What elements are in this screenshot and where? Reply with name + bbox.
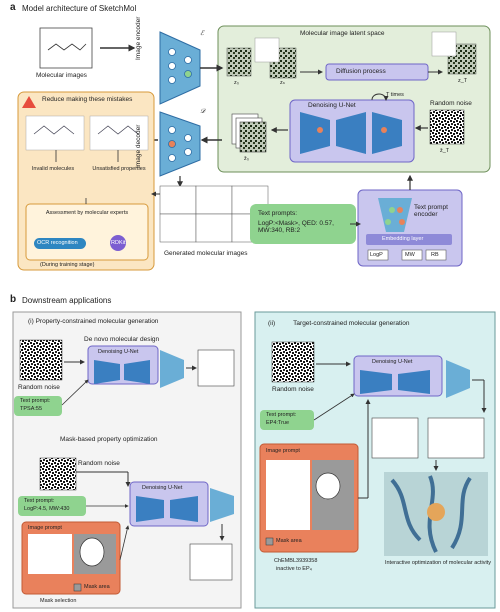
ocr-label: OCR recognition <box>37 240 78 246</box>
prompt2-value: LogP:4.5, MW:430 <box>24 506 70 512</box>
latent-z0 <box>226 47 252 77</box>
image-prompt-label-b2: Image prompt <box>28 525 62 531</box>
molecular-images-label: Molecular images <box>36 72 87 79</box>
mask-based-label: Mask-based property optimization <box>60 436 158 443</box>
unsatisfied-properties-label: Unsatisfied properties <box>92 166 146 172</box>
encoder-symbol: ℰ <box>200 30 204 37</box>
latent-space-label: Molecular image latent space <box>300 30 385 37</box>
text-prompt-green <box>250 204 356 244</box>
mask-area-label-b2: Mask area <box>84 584 110 590</box>
output-mol-b2 <box>189 543 233 581</box>
mask-area-label-b3: Mask area <box>276 538 302 544</box>
left-header: (i) Property-constrained molecular gener… <box>28 318 159 325</box>
training-stage-label: (During training stage) <box>40 262 95 268</box>
random-noise-label-b3: Random noise <box>272 386 314 393</box>
text-prompts-label: Text prompts: <box>258 210 298 217</box>
embedding-layer-box <box>366 234 452 245</box>
random-noise-label-b2: Random noise <box>78 460 120 467</box>
reduce-mistakes-label: Reduce making these mistakes <box>42 96 133 103</box>
prompt2-label: Text prompt: <box>24 498 55 504</box>
latent-zn <box>269 47 297 79</box>
random-noise-a <box>429 109 465 145</box>
image-decoder-shape <box>159 111 201 177</box>
panel-b-title: Downstream applications <box>22 296 112 305</box>
rdkit-label: RDKit <box>111 240 126 246</box>
random-noise-b3 <box>271 341 315 383</box>
prompt1-label: Text prompt: <box>20 398 51 404</box>
t-times-label: T times <box>386 92 404 98</box>
text-prompt-b3 <box>260 410 314 430</box>
mask-selection-label: Mask selection <box>40 598 77 604</box>
random-noise-label-a: Random noise <box>430 100 472 107</box>
token-logp: LogP <box>370 252 383 258</box>
diffusion-process-label: Diffusion process <box>336 68 386 75</box>
token-rb: RB <box>431 252 439 258</box>
decoder-symbol: 𝒟 <box>200 108 206 115</box>
zT-label: z_T <box>458 78 468 84</box>
text-prompts-value: LogP:<Mask>, QED: 0.57, MW:340, RB:2 <box>258 220 334 235</box>
generated-images-label: Generated molecular images <box>164 250 248 257</box>
prompt3-label: Text prompt: <box>266 412 297 418</box>
de-novo-label: De novo molecular design <box>84 336 160 343</box>
z0-hat-label: ẑ₀ <box>244 156 250 162</box>
text-prompt-b1 <box>14 396 62 416</box>
assessment-label: Assessment by molecular experts <box>45 210 129 216</box>
inactive-label: inactive to EP₄ <box>276 566 312 572</box>
random-noise-label-b1: Random noise <box>18 384 60 391</box>
unet-label-a: Denoising U-Net <box>308 102 356 109</box>
rdkit-badge <box>110 235 126 251</box>
random-noise-b1 <box>19 339 63 381</box>
generated-grid <box>159 185 269 243</box>
random-noise-b2 <box>39 457 77 491</box>
zT-hat-label: ẑ_T <box>440 148 450 154</box>
interactive-label: Interactive optimization of molecular ac… <box>384 560 492 566</box>
prompt1-value: TPSA:55 <box>20 406 43 412</box>
z0-label: z₀ <box>234 80 240 86</box>
panel-a-letter: a <box>10 2 16 13</box>
token-mw: MW <box>405 252 415 258</box>
zn-label: zₙ <box>280 80 285 86</box>
image-prompt-label-b3: Image prompt <box>266 448 300 454</box>
image-encoder-label: Image encoder <box>135 16 142 60</box>
output-mol-b3b <box>427 417 485 459</box>
prompt3-value: EP4:True <box>266 420 290 426</box>
right-header: (ii) Target-constrained molecular genera… <box>268 320 410 327</box>
image-decoder-label: Image decoder <box>135 124 142 168</box>
text-prompt-b2 <box>18 496 86 516</box>
embedding-layer-label: Embedding layer <box>382 236 424 242</box>
ocr-badge <box>34 238 86 249</box>
unet-label-b3: Denoising U-Net <box>372 359 413 365</box>
mask-area-swatch-b2 <box>73 583 82 592</box>
unet-label-b2: Denoising U-Net <box>142 485 183 491</box>
invalid-molecules-label: Invalid molecules <box>31 166 75 172</box>
mask-area-swatch-b3 <box>265 537 274 546</box>
chembl-label: ChEMBL3939358 <box>274 558 318 564</box>
panel-b-letter: b <box>10 294 17 305</box>
panel-a-title: Model architecture of SketchMol <box>22 4 137 13</box>
output-mol-b3a <box>371 417 419 459</box>
output-mol-b1 <box>197 349 235 387</box>
text-encoder-label: Text prompt encoder <box>414 204 448 219</box>
unet-label-b1: Denoising U-Net <box>98 349 139 355</box>
image-encoder-shape <box>159 31 201 105</box>
